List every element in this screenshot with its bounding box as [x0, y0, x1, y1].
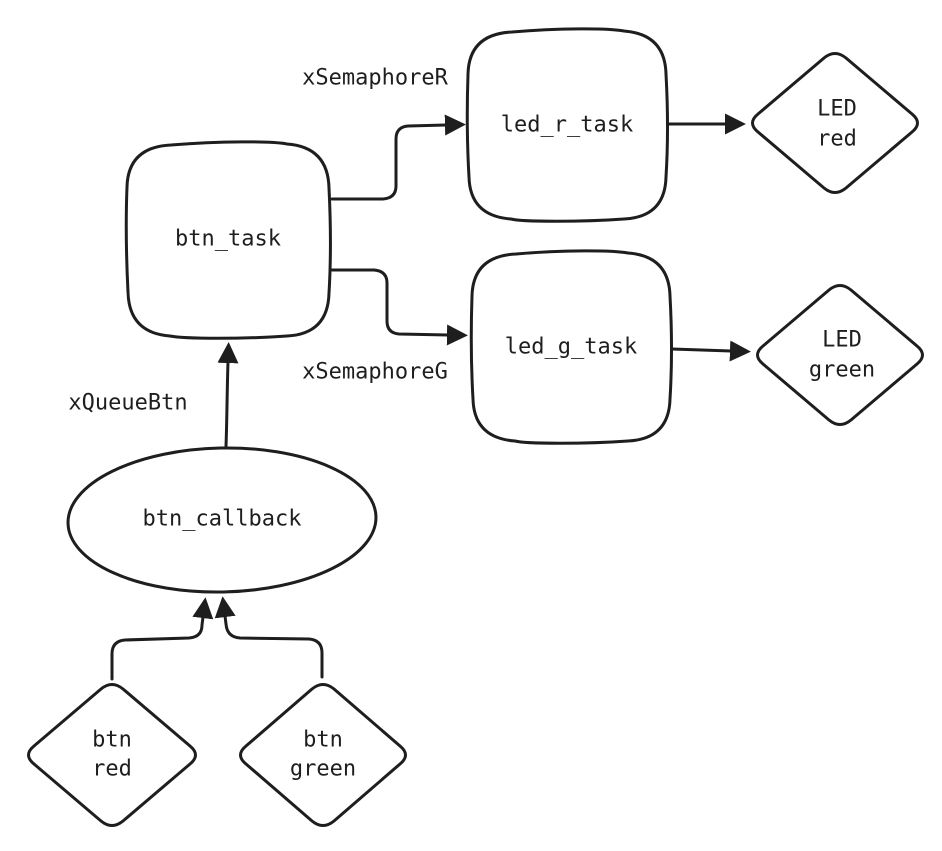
- arrow-btn-green-to-btn-callback: [214, 596, 324, 679]
- node-led-green: LED green: [756, 284, 924, 426]
- btn-red-label-line2: red: [92, 757, 132, 782]
- node-led-g-task: led_g_task: [469, 249, 673, 445]
- led-g-task-box: [469, 249, 673, 445]
- btn-green-label-line1: btn: [303, 728, 343, 753]
- led-r-task-label: led_r_task: [501, 113, 633, 138]
- arrow-btn-task-to-led-g-task: [330, 268, 468, 346]
- node-btn-red: btn red: [27, 683, 197, 827]
- edge-label-xsemaphorer: xSemaphoreR: [302, 66, 448, 91]
- edge-label-xsemaphoreg: xSemaphoreG: [302, 360, 448, 385]
- led-green-label-line2: green: [809, 358, 875, 383]
- edge-btn-callback-to-btn-task: [217, 342, 239, 448]
- arrow-btn-task-to-led-r-task: [330, 114, 466, 201]
- led-red-label-line2: red: [817, 127, 857, 152]
- node-led-red: LED red: [751, 52, 919, 194]
- node-led-r-task: led_r_task: [465, 27, 669, 223]
- btn-task-label: btn_task: [175, 227, 281, 252]
- edge-btn-task-to-led-g-task: [330, 268, 468, 346]
- edge-led-g-task-to-led-green: [670, 340, 751, 362]
- arrow-led-g-task-to-led-green: [670, 340, 751, 362]
- led-red-label-line1: LED: [817, 97, 857, 122]
- btn-red-diamond: [27, 683, 197, 827]
- edge-btn-green-to-btn-callback: [214, 596, 324, 679]
- node-btn-green: btn green: [239, 683, 407, 827]
- edge-label-xqueuebtn: xQueueBtn: [68, 391, 187, 416]
- led-green-label-line1: LED: [822, 328, 862, 353]
- led-green-diamond: [756, 284, 924, 426]
- edge-btn-task-to-led-r-task: [330, 114, 466, 201]
- btn-task-box: [124, 140, 332, 340]
- led-red-diamond: [751, 52, 919, 194]
- btn-green-label-line2: green: [290, 757, 356, 782]
- node-btn-task: btn_task: [124, 140, 332, 340]
- btn-red-label-line1: btn: [92, 728, 132, 753]
- node-btn-callback: btn_callback: [66, 446, 378, 594]
- arrow-btn-callback-to-btn-task: [217, 342, 239, 448]
- btn-callback-label: btn_callback: [143, 507, 302, 532]
- arrow-btn-red-to-btn-callback: [110, 597, 214, 681]
- btn-green-diamond: [239, 683, 407, 827]
- btn-callback-ellipse: [66, 446, 378, 594]
- led-g-task-label: led_g_task: [505, 335, 637, 360]
- led-r-task-box: [465, 27, 669, 223]
- edge-btn-red-to-btn-callback: [110, 597, 214, 681]
